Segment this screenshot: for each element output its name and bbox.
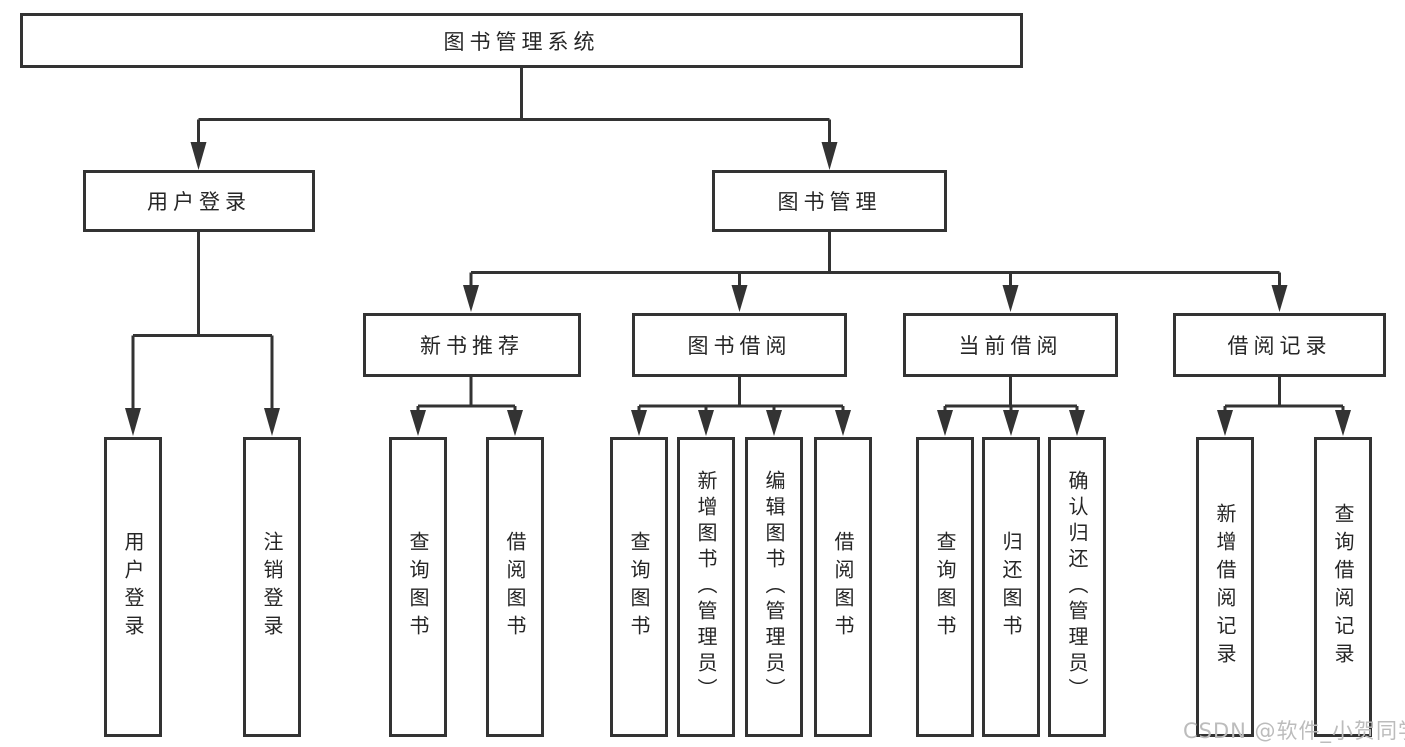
arrowhead-icon [821,142,838,170]
arrowhead-icon [766,410,782,436]
leaf-logout: 注销登录 [243,437,301,737]
leaf-add-borrow-record: 新增借阅记录 [1196,437,1254,737]
leaf-user-login: 用户登录 [104,437,162,737]
arrowhead-icon [1217,410,1233,436]
arrowhead-icon [631,410,647,436]
arrowhead-icon [463,285,479,312]
connector-root-to-level2 [190,66,838,170]
leaf-label: 借阅图书 [503,531,527,643]
watermark: CSDN @软件_小贺同学 [1183,719,1405,743]
leaf-confirm-return-admin: 确认归还（管理员） [1048,437,1106,737]
leaf-label: 确认归还（管理员） [1065,470,1089,704]
node-library-system: 图书管理系统 [20,13,1023,68]
arrowhead-icon [125,408,141,436]
arrowhead-icon [937,410,953,436]
arrowhead-icon [1002,285,1019,312]
leaf-label: 用户登录 [121,531,145,643]
arrowhead-icon [731,285,748,312]
leaf-label: 查询图书 [627,531,651,643]
leaf-label: 查询借阅记录 [1331,503,1355,671]
leaf-query-books-current: 查询图书 [916,437,974,737]
leaf-query-books-borrowing: 查询图书 [610,437,668,737]
node-current-borrowing: 当前借阅 [903,313,1118,377]
leaf-label: 查询图书 [406,531,430,643]
arrowhead-icon [1003,410,1019,436]
arrowhead-icon [264,408,280,436]
leaf-borrow-books-recommend: 借阅图书 [486,437,544,737]
arrowhead-icon [410,410,426,436]
leaf-query-books-recommend: 查询图书 [389,437,447,737]
connector-user-login-to-leaves [125,230,280,436]
arrowhead-icon [190,142,207,170]
node-borrowing-records: 借阅记录 [1173,313,1386,377]
leaf-label: 归还图书 [999,531,1023,643]
arrowhead-icon [507,410,523,436]
leaf-query-borrow-record: 查询借阅记录 [1314,437,1372,737]
leaf-borrow-books: 借阅图书 [814,437,872,737]
connector-records-to-leaves [1217,375,1351,436]
leaf-label: 查询图书 [933,531,957,643]
leaf-label: 编辑图书（管理员） [762,470,786,704]
connector-book-management-to-level3 [463,230,1288,312]
leaf-label: 新增借阅记录 [1213,503,1237,671]
leaf-label: 注销登录 [260,531,284,643]
node-user-login: 用户登录 [83,170,315,232]
leaf-label: 借阅图书 [831,531,855,643]
node-book-borrowing: 图书借阅 [632,313,847,377]
arrowhead-icon [1335,410,1351,436]
leaf-return-books: 归还图书 [982,437,1040,737]
leaf-label: 新增图书（管理员） [694,470,718,704]
node-book-management: 图书管理 [712,170,947,232]
arrowhead-icon [698,410,714,436]
connector-recommend-to-leaves [410,375,523,436]
arrowhead-icon [1271,285,1288,312]
arrowhead-icon [1069,410,1085,436]
connector-current-to-leaves [937,375,1085,436]
leaf-edit-books-admin: 编辑图书（管理员） [745,437,803,737]
node-new-book-recommendation: 新书推荐 [363,313,581,377]
arrowhead-icon [835,410,851,436]
leaf-add-books-admin: 新增图书（管理员） [677,437,735,737]
connector-borrowing-to-leaves [631,375,851,436]
